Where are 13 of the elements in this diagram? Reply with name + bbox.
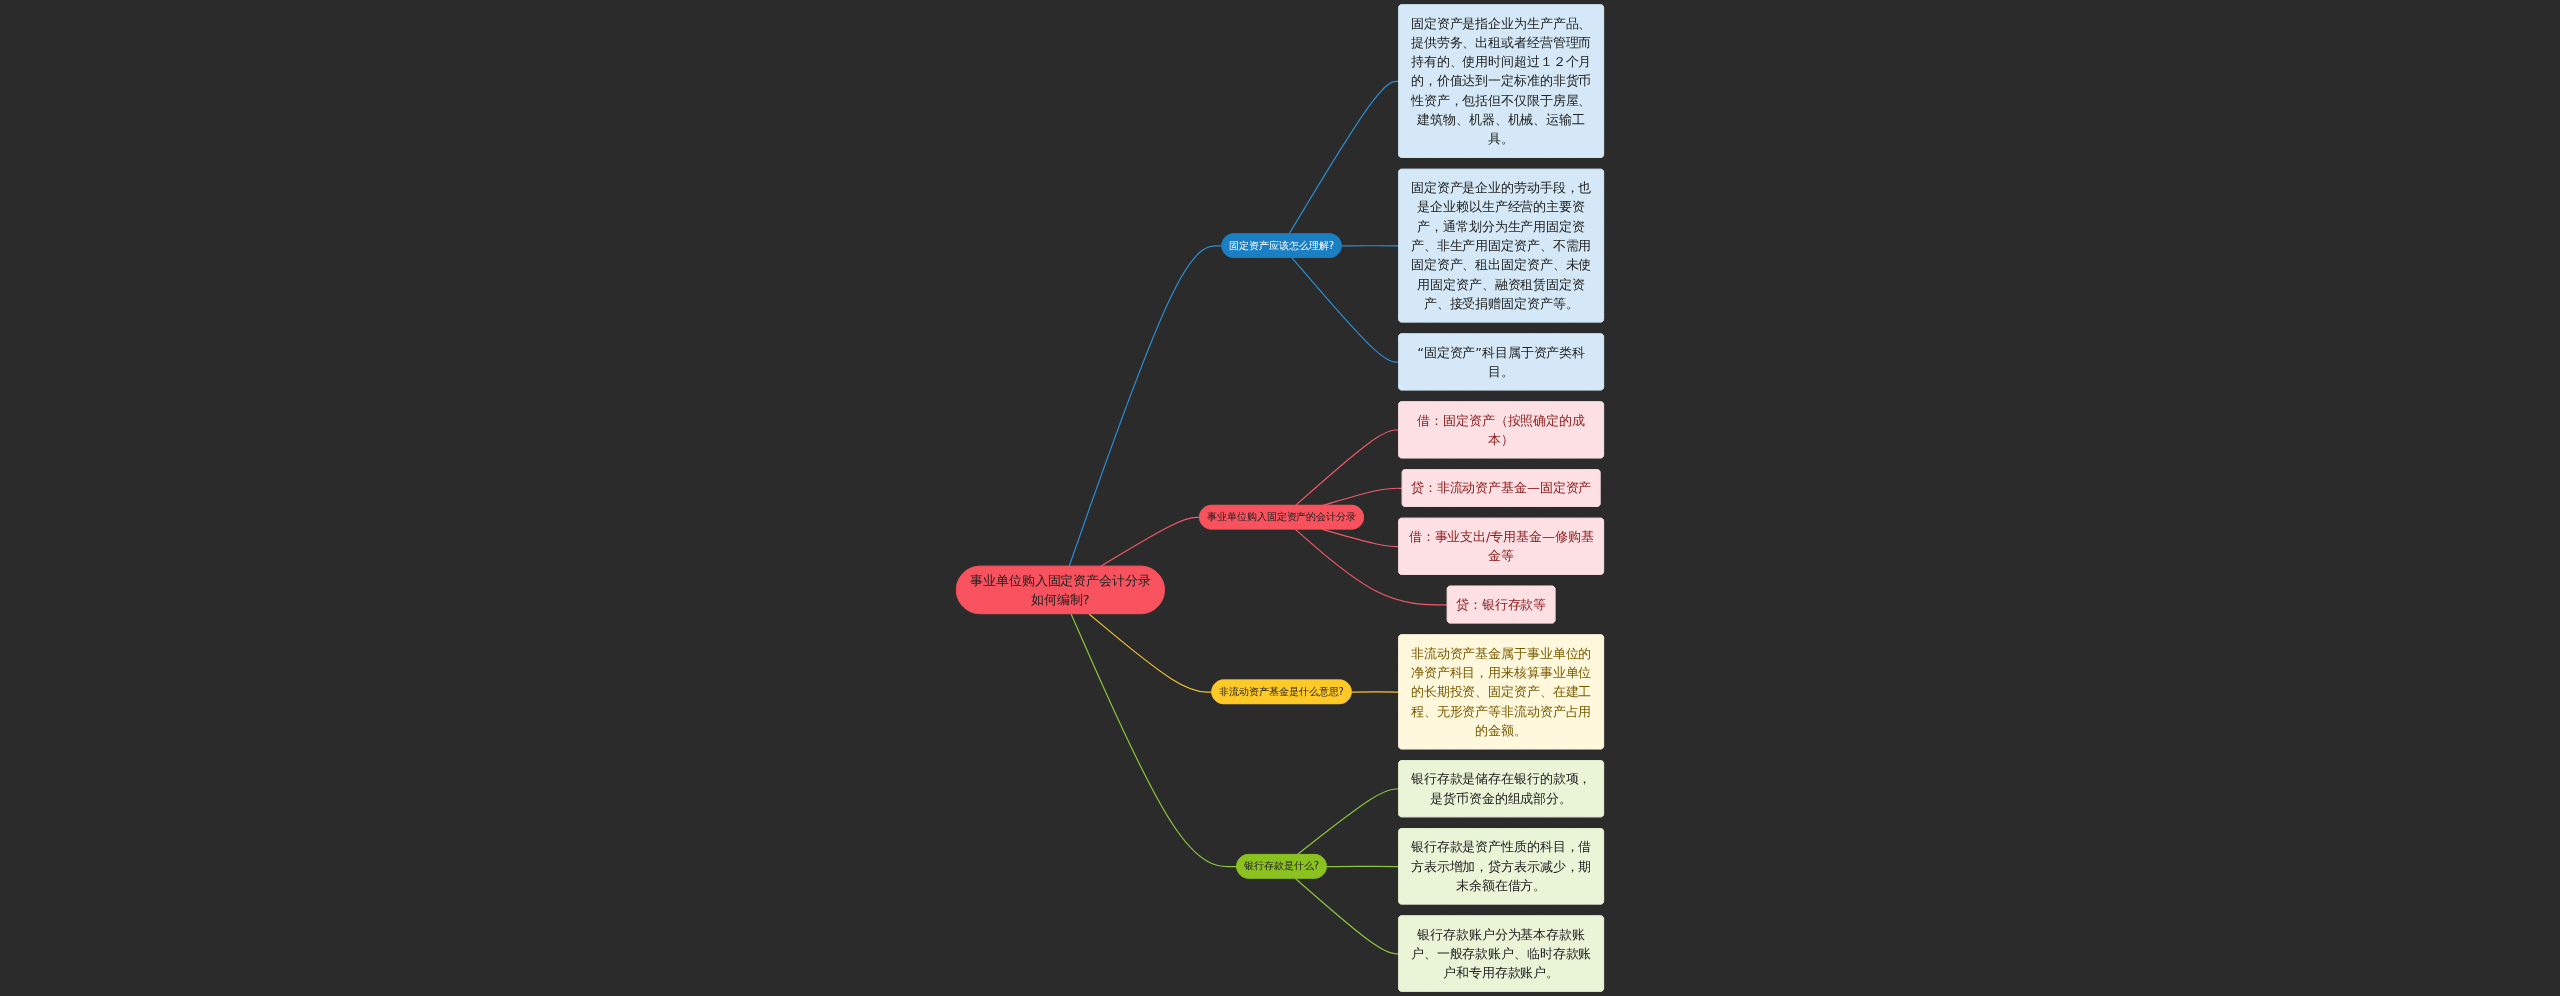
connector [1350,691,1400,693]
connector [1068,245,1223,568]
connector [1341,245,1400,247]
connector [1099,516,1201,568]
connector [1288,80,1400,235]
connector [1296,788,1400,856]
connector [1070,613,1238,868]
connector [1294,429,1400,507]
connector [1088,613,1213,693]
connector [1326,865,1400,868]
connector [1291,257,1400,363]
connector [1294,877,1400,955]
connector [1294,528,1449,606]
